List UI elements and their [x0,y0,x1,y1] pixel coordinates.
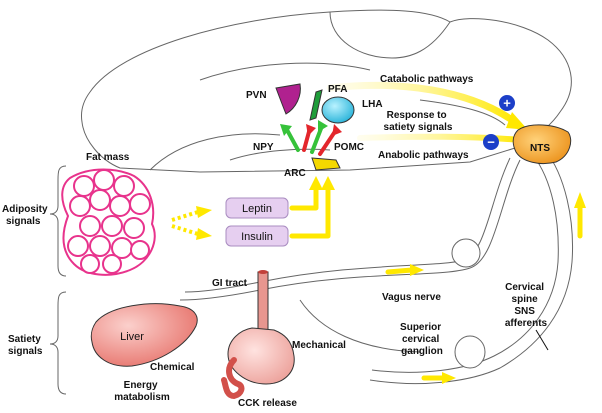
pvn-nucleus [275,83,301,115]
mechanical-label: Mechanical [292,340,346,351]
brain-outline [81,9,572,173]
chemical-label: Chemical [150,362,195,373]
pfa-nucleus [309,89,323,121]
arc-arrowhead-2 [321,176,335,190]
satiety-bracket [49,291,67,395]
catabolic-arrow [326,81,519,126]
liver-label: Liver [120,331,144,343]
minus-sign [483,134,499,150]
pvn-label: PVN [246,90,267,101]
cervical-arrowhead [574,192,586,208]
satiety-label: Satiety signals [8,334,44,357]
lha-label: LHA [362,99,383,110]
fat-mass-label: Fat mass [86,152,130,163]
cck-label: CCK release [238,398,297,408]
insulin-box [225,225,289,247]
adiposity-bracket [49,165,67,277]
vagus-label: Vagus nerve [382,292,441,303]
minus-sign-text: − [487,135,495,150]
esophagus [257,271,269,331]
pomc-label: POMC [334,142,364,153]
vagus-arrowhead [410,264,424,276]
arc-arrowhead-1 [309,176,323,190]
fat-mass-cells [61,168,156,276]
gi-tract-label: GI tract [212,278,248,289]
liver [90,303,198,367]
nts-nucleus [512,124,572,165]
npy-pomc-arrows [280,120,342,156]
npy-label: NPY [253,142,274,153]
plus-sign-text: + [503,96,511,111]
catabolic-arrowhead [506,112,528,130]
superior-label: Superior cervical ganglion [400,322,444,357]
anabolic-label: Anabolic pathways [378,150,469,161]
adiposity-arrows [171,206,212,240]
leptin-box [225,197,289,219]
intestine [221,357,245,400]
stomach [227,327,295,385]
cervical-pointer [535,329,549,351]
anabolic-arrow [357,133,525,143]
pfa-label: PFA [328,84,347,95]
plus-sign [499,95,515,111]
cervical-label: Cervical spine SNS afferents [505,282,548,329]
esophagus-top [258,270,268,274]
energy-label: Energy matabolism [114,380,170,403]
signal-to-arc-arrows [289,185,331,239]
response-label: Response to satiety signals [384,110,453,133]
adiposity-label: Adiposity signals [2,204,50,227]
insulin-label: Insulin [241,231,273,243]
lha-nucleus [321,96,355,124]
bottom-arrowhead [442,372,456,384]
catabolic-label: Catabolic pathways [380,74,474,85]
leptin-label: Leptin [242,203,272,215]
vagus-ganglion [451,238,481,268]
arc-label: ARC [284,168,306,179]
arc-nucleus [311,157,341,171]
vagus-arrow [385,267,415,275]
superior-cervical-ganglion-node [454,335,486,369]
nts-label: NTS [530,143,550,154]
